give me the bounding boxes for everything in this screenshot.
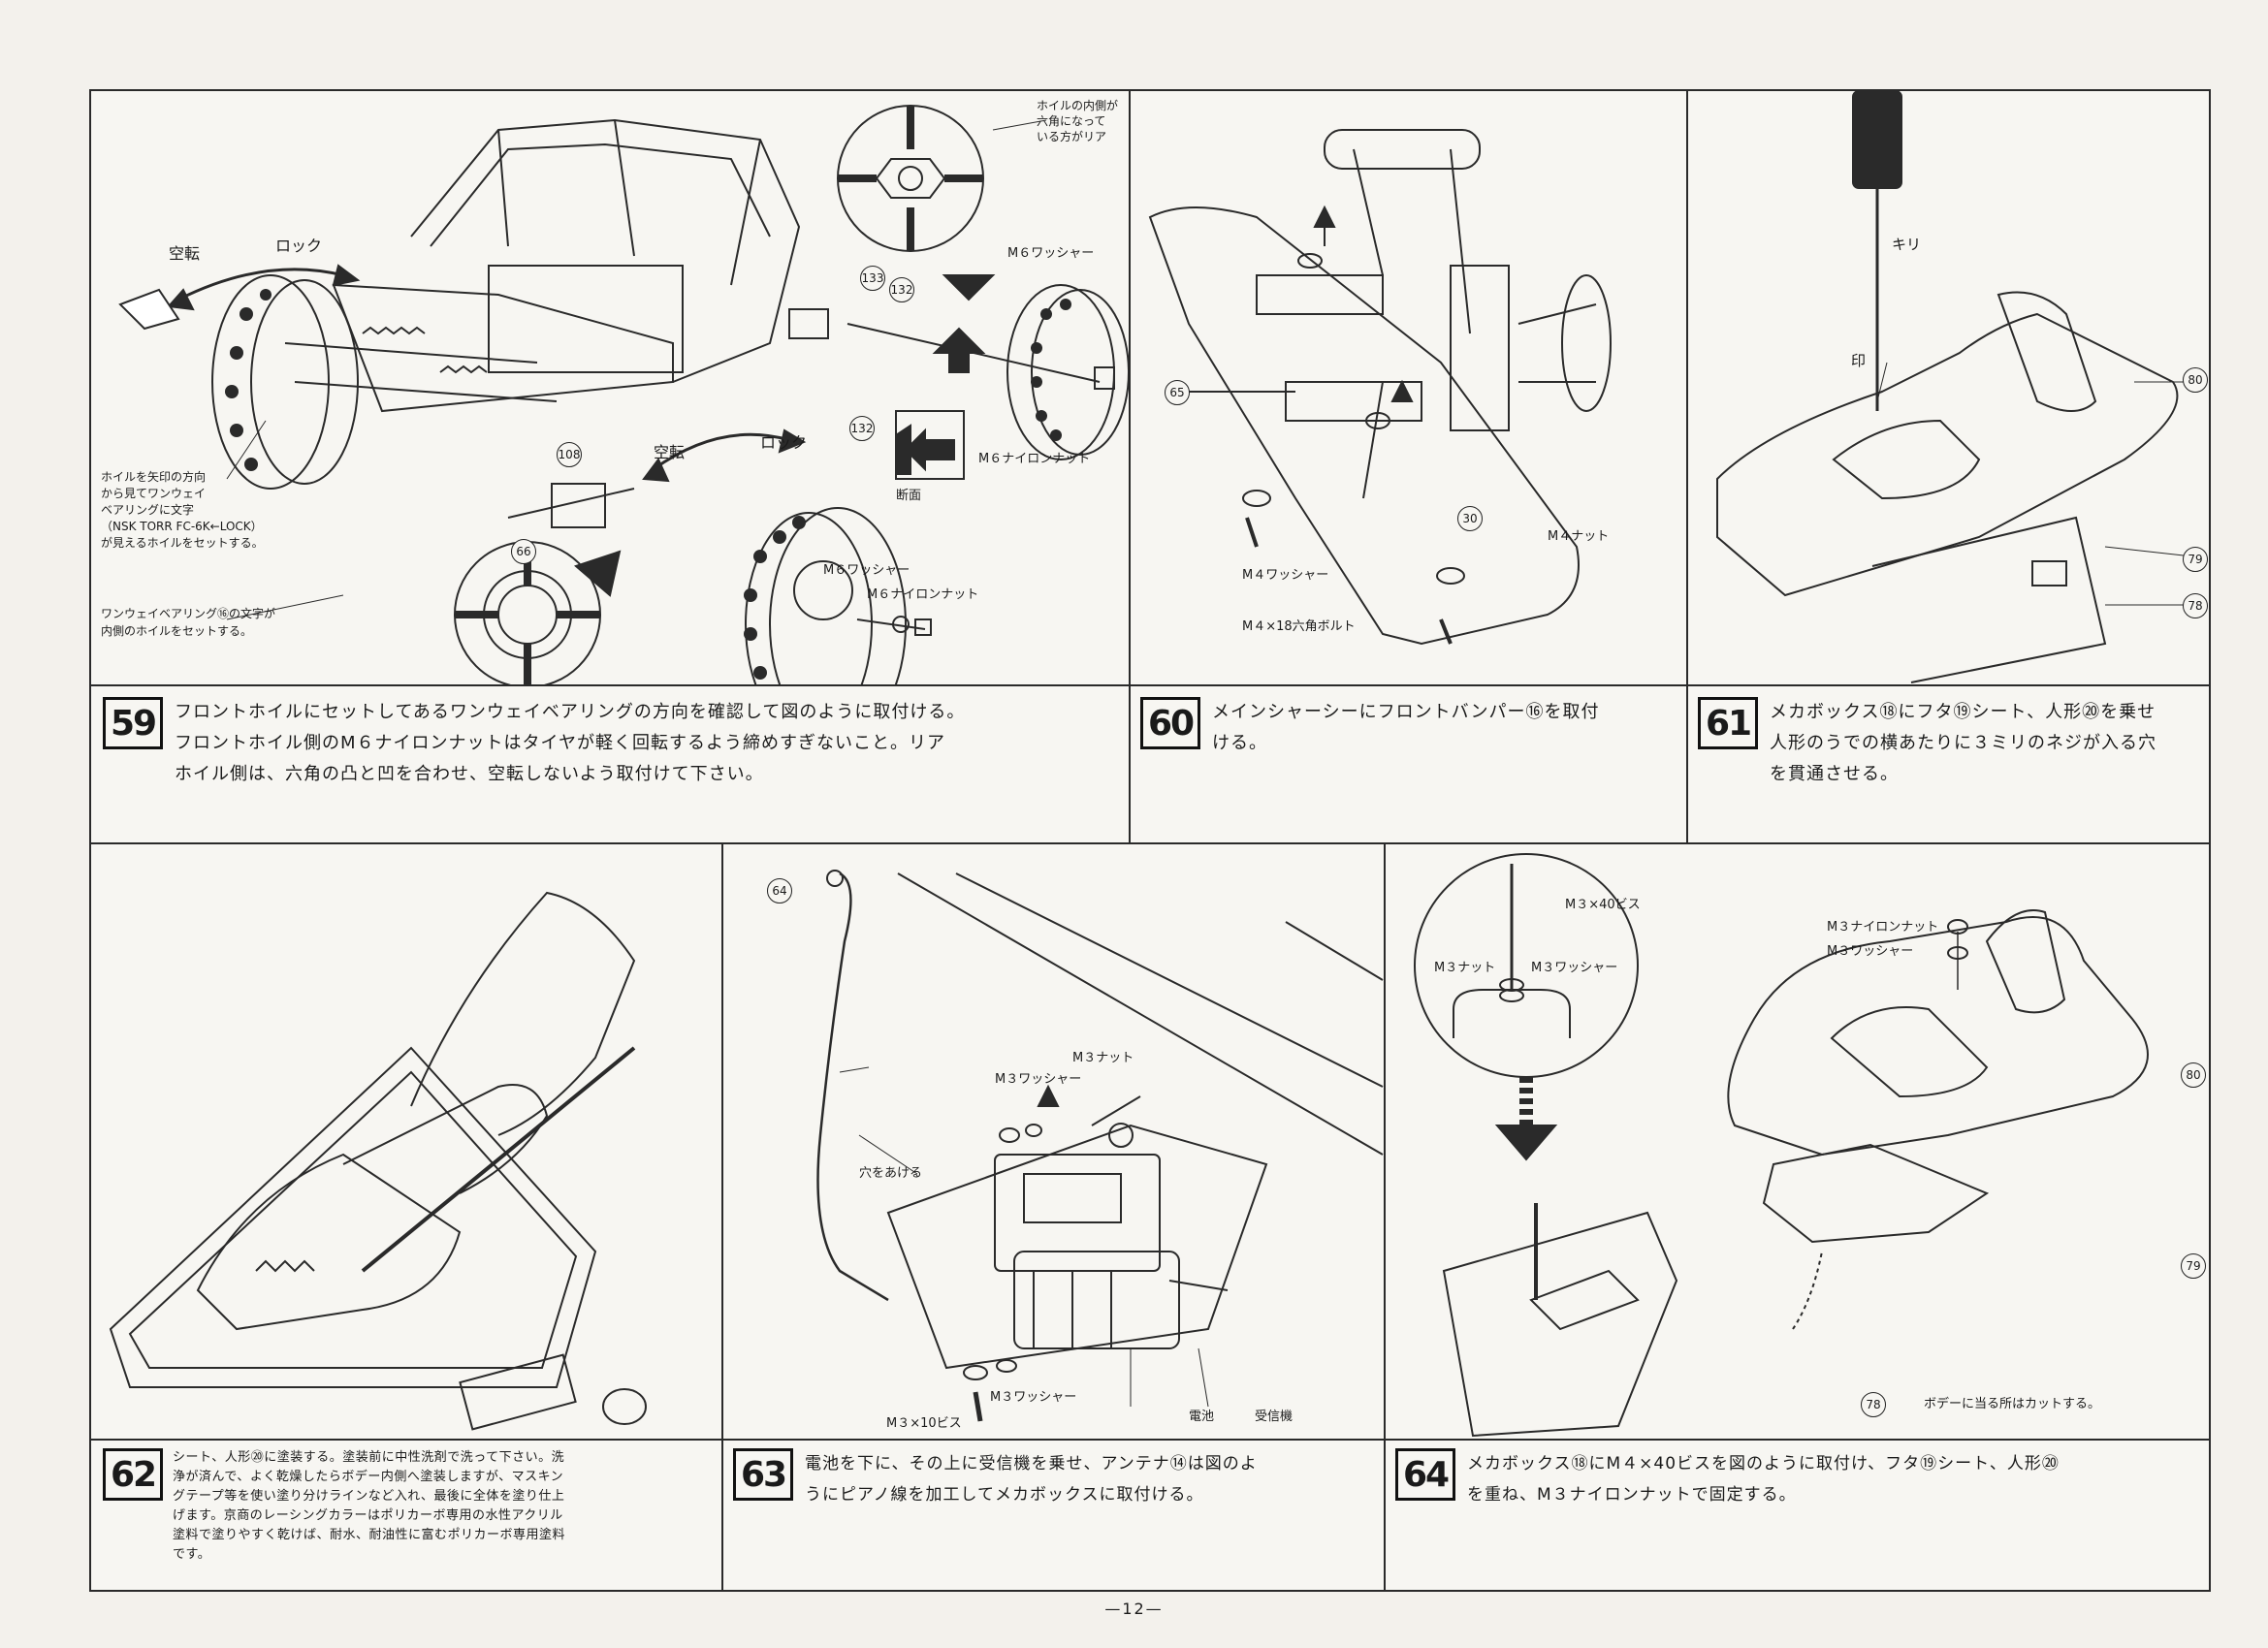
panel-step-63: 64 M３ナット M３ワッシャー 穴をあける M３ワッシャー M３×10ビス 電… — [723, 844, 1384, 1439]
painting-illustration — [109, 891, 647, 1431]
instruction-sheet: ホイルの内側が六角になっている方がリア 空転 ロック 空転 ロック M６ワッシャ… — [89, 89, 2211, 1592]
bearing-note: ワンウェイベアリング⑯の文字が内側のホイルをセットする。 — [101, 607, 276, 638]
m4-bolt-label: M４×18六角ボルト — [1242, 619, 1356, 634]
front-bumper-illustration — [1148, 129, 1612, 646]
part-number-80: 80 — [2181, 1062, 2206, 1088]
panel-step-64: M３×40ビス M３ナット M３ワッシャー M３ナイロンナット M３ワッシャー … — [1386, 844, 2209, 1439]
lock-label-right: ロック — [760, 433, 808, 452]
m4-nut-label: M４ナット — [1548, 529, 1610, 544]
part-number-79: 79 — [2183, 547, 2208, 572]
part-number-78: 78 — [1861, 1392, 1886, 1417]
step-number: 62 — [103, 1448, 163, 1501]
step-text: フロントホイルにセットしてあるワンウェイベアリングの方向を確認して図のように取付… — [175, 702, 966, 784]
step-59-instruction: 59 フロントホイルにセットしてあるワンウェイベアリングの方向を確認して図のよう… — [103, 697, 1121, 790]
part-number-64: 64 — [767, 878, 792, 903]
divider — [721, 842, 723, 1592]
hex-inner-note: ホイルの内側が六角になっている方がリア — [1037, 99, 1119, 143]
part-number-80: 80 — [2183, 367, 2208, 393]
divider — [1686, 91, 1688, 842]
m6-washer-top-label: M６ワッシャー — [1007, 246, 1095, 261]
section-label: 断面 — [896, 489, 922, 503]
antenna-receiver-illustration — [816, 870, 1384, 1422]
part-number-30: 30 — [1457, 506, 1483, 531]
step-number: 60 — [1140, 697, 1200, 749]
battery-label: 電池 — [1189, 1410, 1215, 1424]
divider — [91, 1439, 2209, 1441]
wheel-note: ホイルを矢印の方向から見てワンウェイベアリングに文字（NSK TORR FC-6… — [101, 470, 264, 550]
panel-step-60: 65 30 M４ナット M４ワッシャー M４×18六角ボルト — [1131, 91, 1686, 684]
step-text: 電池を下に、その上に受信機を乗せ、アンテナ⑭は図のようにピアノ線を加工してメカボ… — [805, 1454, 1258, 1505]
step-60-instruction: 60 メインシャーシーにフロントバンパー⑯を取付ける。 — [1140, 697, 1683, 759]
hole-label: 穴をあける — [859, 1166, 923, 1181]
part-number-132: 132 — [889, 277, 914, 302]
part-number-133: 133 — [860, 266, 885, 291]
panel-step-62 — [91, 844, 721, 1439]
part-number-132-section: 132 — [849, 416, 875, 441]
m3-nut-label: M３ナット — [1072, 1051, 1134, 1065]
step-text: メインシャーシーにフロントバンパー⑯を取付ける。 — [1212, 702, 1600, 753]
idle-label-left: 空転 — [169, 244, 201, 263]
lock-label-left: ロック — [275, 237, 323, 255]
step-number: 63 — [733, 1448, 793, 1501]
step-number: 61 — [1698, 697, 1758, 749]
m6-nut-top-label: M６ナイロンナット — [978, 452, 1091, 466]
part-number-78: 78 — [2183, 593, 2208, 618]
divider — [91, 684, 2209, 686]
panel-step-61: キリ 印 80 79 78 — [1688, 91, 2209, 684]
mark-label: 印 — [1851, 352, 1867, 369]
step-62-instruction: 62 シート、人形⑳に塗装する。塗装前に中性洗剤で洗って下さい。洗浄が済んで、よ… — [103, 1448, 719, 1565]
part-number-65: 65 — [1165, 380, 1190, 405]
step-text: メカボックス⑱にフタ⑲シート、人形⑳を乗せ人形のうでの横あたりに３ミリのネジが入… — [1770, 702, 2156, 784]
m6-nut-bot-label: M６ナイロンナット — [867, 587, 979, 602]
step-text: シート、人形⑳に塗装する。塗装前に中性洗剤で洗って下さい。洗浄が済んで、よく乾燥… — [173, 1450, 566, 1562]
part-number-79: 79 — [2181, 1253, 2206, 1279]
cut-note: ボデーに当る所はカットする。 — [1924, 1397, 2101, 1411]
divider — [1384, 842, 1386, 1592]
panel-step-59: ホイルの内側が六角になっている方がリア 空転 ロック 空転 ロック M６ワッシャ… — [91, 91, 1129, 684]
receiver-label: 受信機 — [1255, 1410, 1294, 1424]
m3-washer2-label: M３ワッシャー — [1827, 944, 1914, 959]
m3-nylon-nut-label: M３ナイロンナット — [1827, 920, 1939, 935]
m3-screw-label: M３×10ビス — [886, 1416, 962, 1431]
step-number: 59 — [103, 697, 163, 749]
drill-label: キリ — [1892, 236, 1922, 253]
mechbox-drill-illustration — [1716, 91, 2193, 683]
step-number: 64 — [1395, 1448, 1455, 1501]
wheel-assembly-illustration — [118, 105, 1129, 684]
m3-washer-bot-label: M３ワッシャー — [990, 1390, 1077, 1405]
part-number-66: 66 — [511, 539, 536, 564]
part-number-108: 108 — [557, 442, 582, 467]
step-61-instruction: 61 メカボックス⑱にフタ⑲シート、人形⑳を乗せ人形のうでの横あたりに３ミリのネ… — [1698, 697, 2207, 790]
m3-washer-top-label: M３ワッシャー — [995, 1072, 1082, 1087]
m3-washer-label: M３ワッシャー — [1531, 961, 1618, 975]
divider — [91, 842, 2209, 844]
page-number: —12— — [1104, 1600, 1164, 1618]
m3x40-screw-label: M３×40ビス — [1565, 898, 1641, 912]
mechbox-mount-illustration — [1414, 853, 2149, 1438]
m6-washer-bot-label: M６ワッシャー — [823, 563, 910, 578]
step-63-instruction: 63 電池を下に、その上に受信機を乗せ、アンテナ⑭は図のようにピアノ線を加工して… — [733, 1448, 1378, 1510]
m3-nut-label: M３ナット — [1434, 961, 1496, 975]
m4-washer-label: M４ワッシャー — [1242, 568, 1329, 583]
idle-label-right: 空転 — [654, 443, 686, 461]
divider — [1129, 91, 1131, 842]
